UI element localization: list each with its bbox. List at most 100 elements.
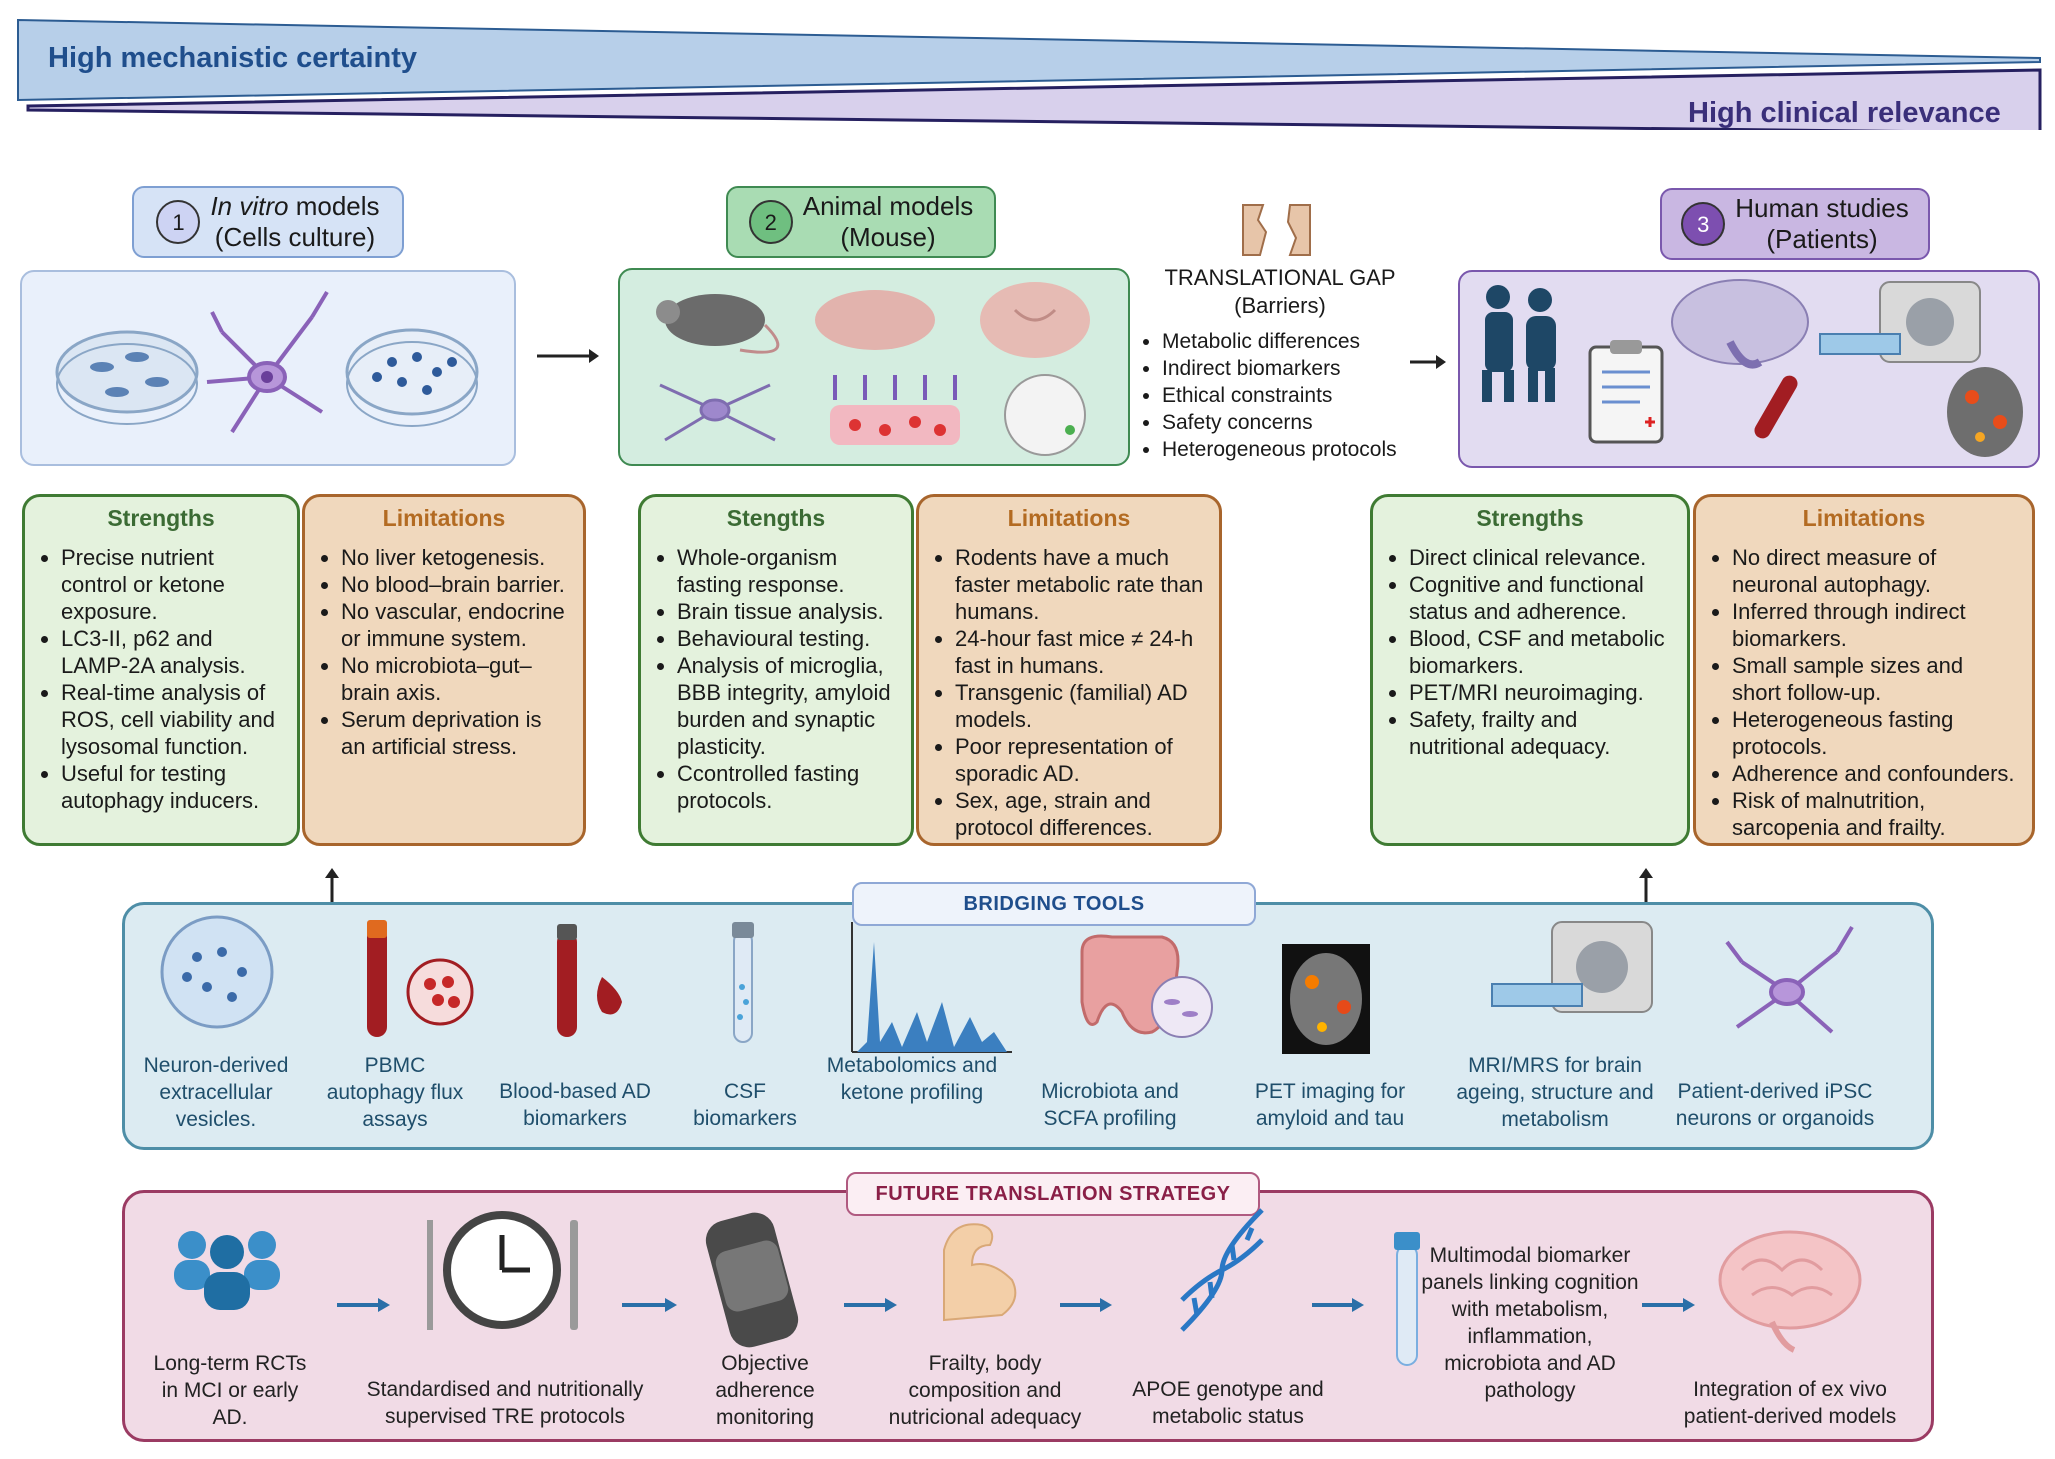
csf-tube-icon [732, 922, 754, 1043]
strength-item: Cognitive and functional status and adhe… [1409, 571, 1673, 625]
strength-item: Ccontrolled fasting protocols. [677, 760, 897, 814]
mechanistic-certainty-label: High mechanistic certainty [48, 42, 418, 74]
invitro-title-rest: models [288, 191, 380, 221]
limitation-item: 24-hour fast mice ≠ 24-h fast in humans. [955, 625, 1205, 679]
gap-item: Ethical constraints [1162, 382, 1462, 409]
human-image-panel [1458, 270, 2040, 468]
clipboard-report-icon [1588, 340, 1664, 444]
human-limitations-title: Limitations [1802, 505, 1926, 531]
gap-item: Indirect biomarkers [1162, 355, 1462, 382]
arrow-1 [337, 1298, 390, 1312]
limitation-item: No liver ketogenesis. [341, 544, 569, 571]
step-1-badge: 1 [156, 200, 201, 244]
future-strategy-title: FUTURE TRANSLATION STRATEGY [846, 1172, 1260, 1216]
blood-tube-drop-icon [557, 924, 622, 1037]
strength-item: Direct clinical relevance. [1409, 544, 1673, 571]
arrow-5 [1312, 1298, 1364, 1312]
human-strengths-title: Strengths [1476, 505, 1584, 531]
gap-subtitle-text: (Barriers) [1234, 293, 1326, 318]
limitation-item: Transgenic (familial) AD models. [955, 679, 1205, 733]
future-label-rcts: Long-term RCTs in MCI or early AD. [153, 1352, 307, 1429]
arrow-6 [1642, 1298, 1695, 1312]
translational-gap-title: TRANSLATIONAL GAP (Barriers) [1130, 264, 1430, 320]
smartwatch-icon [705, 1212, 799, 1348]
dna-icon [1180, 1208, 1264, 1332]
strength-item: Useful for testing autophagy inducers. [61, 760, 283, 814]
invitro-limitations-title: Limitations [382, 505, 506, 531]
animal-limitations-list: Rodents have a much faster metabolic rat… [933, 544, 1205, 841]
bbb-tissue-icon [830, 375, 960, 445]
invitro-title-italic: In vitro [210, 191, 289, 221]
gap-barriers-list: Metabolic differences Indirect biomarker… [1142, 328, 1462, 463]
invitro-strengths-title: Strengths [107, 505, 215, 531]
sample-tube-icon [1394, 1232, 1420, 1366]
gap-to-human-arrow [1410, 355, 1446, 369]
invitro-image-panel [20, 270, 516, 466]
arrow-3 [844, 1298, 897, 1312]
animal-limitations-box: Limitations Rodents have a much faster m… [916, 494, 1222, 846]
arrow-2 [622, 1298, 677, 1312]
animal-limitations-title: Limitations [1007, 505, 1131, 531]
human-strengths-box: Strengths Direct clinical relevance. Cog… [1370, 494, 1690, 846]
limitation-item: No microbiota–gut–brain axis. [341, 652, 569, 706]
invitro-strengths-box: Strengths Precise nutrient control or ke… [22, 494, 300, 846]
mri-machine-icon [1819, 281, 1981, 363]
animal-strengths-list: Whole-organism fasting response. Brain t… [655, 544, 897, 814]
mri-scanner-icon [1491, 921, 1653, 1013]
tool-label-csf: CSF biomarkers [693, 1080, 797, 1130]
human-tag: 3 Human studies(Patients) [1660, 188, 1930, 260]
human-strengths-list: Direct clinical relevance. Cognitive and… [1387, 544, 1673, 760]
animal-title-text: Animal models [802, 191, 974, 221]
brain-icon [1718, 1230, 1862, 1353]
gap-item: Metabolic differences [1162, 328, 1462, 355]
strength-item: LC3-II, p62 and LAMP-2A analysis. [61, 625, 283, 679]
animal-subtitle: (Mouse) [840, 222, 936, 252]
future-label-biomarkers: Multimodal biomarker panels linking cogn… [1421, 1244, 1639, 1402]
step-3-badge: 3 [1681, 202, 1726, 246]
limitation-item: Rodents have a much faster metabolic rat… [955, 544, 1205, 625]
human-limitations-list: No direct measure of neuronal autophagy.… [1710, 544, 2018, 841]
limitation-item: Adherence and confounders. [1732, 760, 2018, 787]
limitation-item: Risk of malnutrition, sarcopenia and fra… [1732, 787, 2018, 841]
future-label-adherence: Objective adherence monitoring [715, 1352, 815, 1429]
tool-label-blood: Blood-based AD biomarkers [499, 1080, 651, 1130]
future-label-apoe: APOE genotype and metabolic status [1132, 1378, 1324, 1428]
human-limitations-box: Limitations No direct measure of neurona… [1693, 494, 2035, 846]
arm-muscle-icon [943, 1223, 1017, 1322]
clock-cutlery-icon [427, 1211, 578, 1330]
mouse-brain-icon [815, 290, 935, 350]
strength-item: Safety, frailty and nutritional adequacy… [1409, 706, 1673, 760]
limitation-item: No direct measure of neuronal autophagy. [1732, 544, 2018, 598]
tool-label-pbmc: PBMC autophagy flux assays [326, 1054, 464, 1131]
bridge-to-human-arrow [1639, 868, 1653, 902]
animal-image-panel [618, 268, 1130, 466]
limitation-item: Heterogeneous fasting protocols. [1732, 706, 2018, 760]
limitation-item: No blood–brain barrier. [341, 571, 569, 598]
limitation-item: Sex, age, strain and protocol difference… [955, 787, 1205, 841]
clinical-relevance-label: High clinical relevance [1688, 97, 2001, 129]
gap-title-text: TRANSLATIONAL GAP [1164, 265, 1396, 290]
pet-scan-icon [1282, 944, 1370, 1054]
human-title: Human studies(Patients) [1735, 193, 1908, 255]
microglia-icon [659, 383, 776, 442]
tool-label-mri: MRI/MRS for brain ageing, structure and … [1456, 1054, 1654, 1131]
strength-item: Behavioural testing. [677, 625, 897, 652]
arrow-4 [1060, 1298, 1112, 1312]
animal-strengths-title: Stengths [726, 505, 826, 531]
invitro-title: In vitro models(Cells culture) [210, 191, 379, 253]
tool-label-pet: PET imaging for amyloid and tau [1254, 1080, 1406, 1130]
tool-label-microbiota: Microbiota and SCFA profiling [1041, 1080, 1179, 1130]
blood-tube-icon [1754, 375, 1798, 439]
vesicles-dish-icon [160, 915, 274, 1029]
human-subtitle: (Patients) [1766, 224, 1878, 254]
future-label-tre: Standardised and nutritionally supervise… [366, 1378, 644, 1428]
strength-item: Analysis of microglia, BBB integrity, am… [677, 652, 897, 760]
mouse-icon [656, 294, 780, 354]
gap-item: Heterogeneous protocols [1162, 436, 1462, 463]
strength-item: Blood, CSF and metabolic biomarkers. [1409, 625, 1673, 679]
bridging-tools-icons [160, 915, 1854, 1054]
invitro-strengths-list: Precise nutrient control or ketone expos… [39, 544, 283, 814]
invitro-subtitle: (Cells culture) [214, 222, 376, 252]
water-maze-icon [1004, 374, 1086, 456]
future-label-frailty: Frailty, body composition and nutriciona… [888, 1352, 1082, 1429]
